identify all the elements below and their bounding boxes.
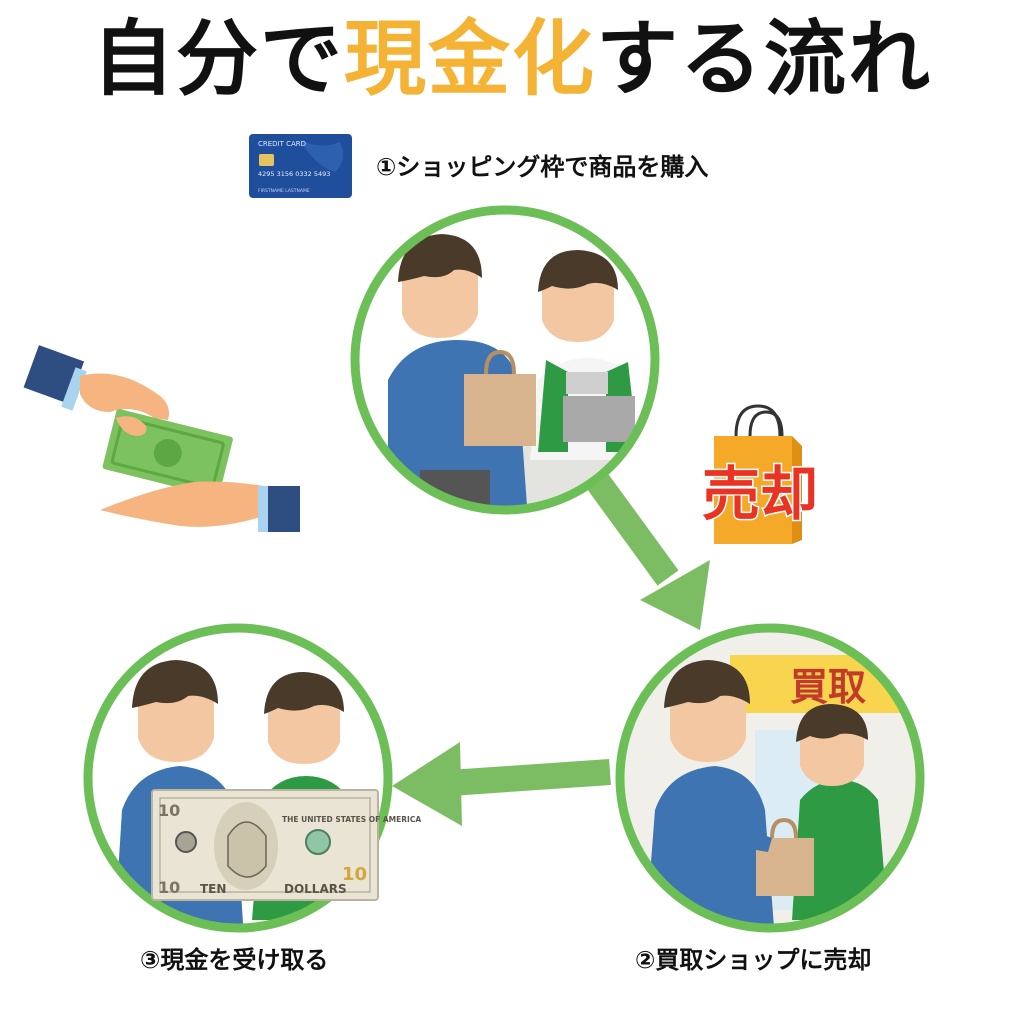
banknote-left-word: TEN	[200, 882, 226, 896]
card-name: FIRSTNAME LASTNAME	[258, 188, 310, 194]
step-1-illustration	[350, 205, 660, 515]
credit-card-icon: CREDIT CARD 4295 3156 0332 5493 FIRSTNAM…	[249, 134, 352, 198]
banknote-corner-bottom: 10	[158, 878, 180, 897]
step-2-illustration: 買取	[615, 623, 925, 933]
sell-badge: 売却	[701, 404, 820, 544]
step-1-label: ①ショッピング枠で商品を購入	[376, 153, 709, 181]
card-number: 4295 3156 0332 5493	[258, 170, 330, 178]
cash-handover-icon	[23, 345, 300, 532]
title-part-3: する流れ	[596, 12, 933, 107]
banknote-icon: 10 10 10 THE UNITED STATES OF AMERICA TE…	[151, 789, 421, 901]
arrow-step-1-to-2	[587, 474, 710, 630]
shopping-bag-icon	[714, 404, 802, 544]
step-2-label: ②買取ショップに売却	[635, 946, 872, 974]
banknote-corner-gold: 10	[342, 864, 367, 885]
title-accent: 現金化	[343, 12, 596, 107]
card-title: CREDIT CARD	[258, 140, 306, 148]
arrow-step-2-to-3	[392, 742, 611, 826]
sell-text: 売却	[702, 460, 818, 528]
banknote-corner-top: 10	[158, 801, 180, 820]
banknote-header: THE UNITED STATES OF AMERICA	[282, 815, 421, 824]
page-title: 自分で現金化する流れ	[0, 10, 1024, 110]
shop-sign: 買取	[790, 665, 866, 709]
step-3-label: ③現金を受け取る	[140, 946, 329, 974]
banknote-right-word: DOLLARS	[284, 882, 347, 896]
title-part-1: 自分で	[91, 12, 344, 107]
